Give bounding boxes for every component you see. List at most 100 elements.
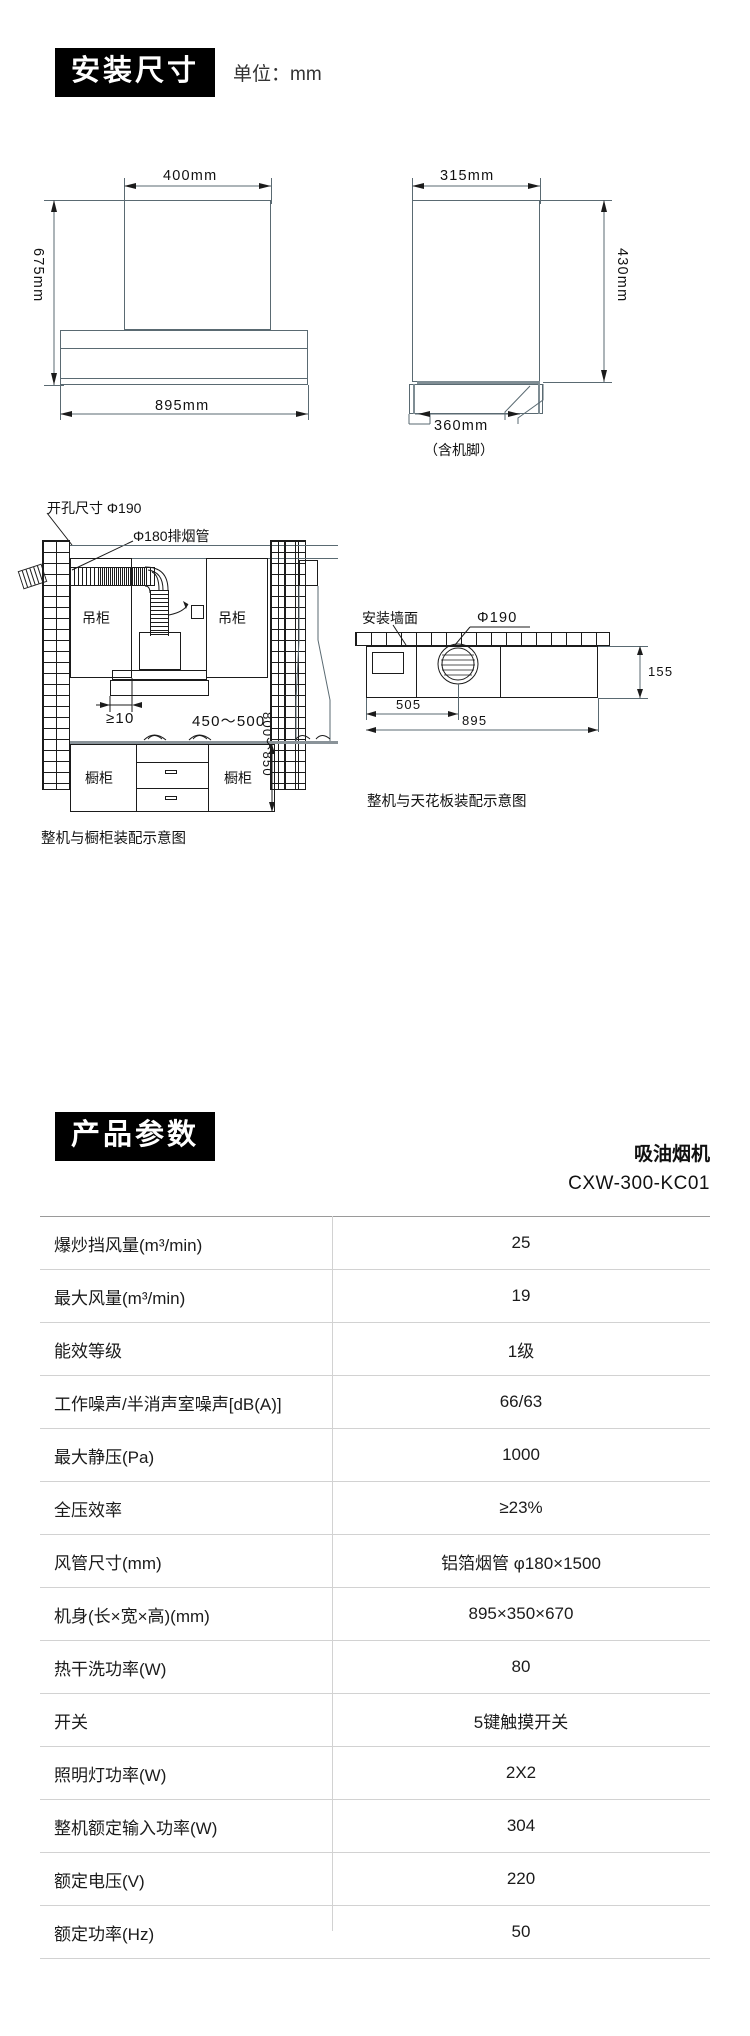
side-depth-note: （含机脚） (424, 442, 494, 458)
dim895-tick-r (598, 698, 599, 732)
param-value: 50 (332, 1905, 710, 1959)
front-chimney-outline (124, 200, 271, 330)
param-name: 最大静压(Pa) (40, 1428, 332, 1482)
gap-label: ≥10 (106, 710, 135, 727)
ceiling-hole-label: Φ190 (477, 610, 518, 626)
side-sec-ceiling-2 (296, 558, 338, 559)
install-unit-note: 单位：mm (233, 64, 322, 85)
duct-horizontal-2 (100, 567, 145, 586)
side-sec-ceiling (296, 545, 338, 546)
side-dim315-tick-l (412, 178, 413, 204)
param-name: 机身(长×宽×高)(mm) (40, 1587, 332, 1641)
param-name: 爆炒挡风量(m³/min) (40, 1216, 332, 1270)
table-row: 最大风量(m³/min)19 (40, 1269, 710, 1323)
param-name: 最大风量(m³/min) (40, 1269, 332, 1323)
side-dim430-ext-b (543, 382, 612, 383)
side-height-label: 430mm (614, 248, 630, 303)
table-row: 机身(长×宽×高)(mm)895×350×670 (40, 1587, 710, 1641)
table-row: 照明灯功率(W)2X2 (40, 1746, 710, 1800)
param-name: 照明灯功率(W) (40, 1746, 332, 1800)
param-value: 80 (332, 1640, 710, 1694)
front-width-top-label: 400mm (163, 168, 218, 184)
table-row: 额定功率(Hz)50 (40, 1905, 710, 1959)
countertop-line (70, 741, 275, 744)
wall-surface-label: 安装墙面 (362, 610, 418, 626)
front-dim400-tick-r (271, 178, 272, 204)
dim155-label: 155 (648, 664, 674, 679)
param-name: 风管尺寸(mm) (40, 1534, 332, 1588)
side-body-edge-r (538, 384, 540, 414)
side-width-label: 315mm (440, 168, 495, 184)
drawer-handle-2 (165, 796, 177, 800)
wall-cabinet-right-box (206, 558, 268, 678)
base-cabinet-div-2 (208, 744, 209, 812)
side-sec-duct (299, 560, 318, 586)
ceiling-line (70, 545, 298, 546)
drawer-line-2 (136, 788, 208, 789)
param-value: 1000 (332, 1428, 710, 1482)
front-width-bottom-label: 895mm (155, 398, 210, 414)
param-name: 热干洗功率(W) (40, 1640, 332, 1694)
base-cabinet-div-1 (136, 744, 137, 812)
hood-top-plate (112, 670, 207, 680)
product-model: CXW-300-KC01 (568, 1173, 710, 1195)
param-value: 895×350×670 (332, 1587, 710, 1641)
param-value: 19 (332, 1269, 710, 1323)
hood-body-mid (110, 680, 209, 696)
wall-brick-left (42, 540, 70, 790)
table-row: 风管尺寸(mm)铝箔烟管 φ180×1500 (40, 1534, 710, 1588)
wall-cabinet-right-label: 吊柜 (218, 610, 246, 626)
front-dim895-tick-r (308, 385, 309, 420)
param-value: 220 (332, 1852, 710, 1906)
front-dim400-tick-l (124, 178, 125, 204)
table-row: 工作噪声/半消声室噪声[dB(A)]66/63 (40, 1375, 710, 1429)
duct-label: Φ180排烟管 (133, 528, 210, 544)
param-value: 1级 (332, 1322, 710, 1376)
param-name: 全压效率 (40, 1481, 332, 1535)
front-dim895-tick-l (60, 385, 61, 420)
side-sec-counter (270, 741, 338, 744)
param-name: 额定功率(Hz) (40, 1905, 332, 1959)
hood-chimney-mid (139, 632, 181, 670)
hood-stove-distance-label: 450～500 (192, 713, 266, 730)
param-name: 额定电压(V) (40, 1852, 332, 1906)
install-section-header: 安装尺寸 单位：mm (55, 48, 322, 97)
front-ext-bottom (44, 385, 64, 386)
side-body-edge-l (413, 384, 415, 414)
dim155-ext-t (598, 646, 648, 647)
power-socket-icon (191, 605, 204, 619)
table-row: 爆炒挡风量(m³/min)25 (40, 1216, 710, 1270)
param-name: 整机额定输入功率(W) (40, 1799, 332, 1853)
base-cabinet-left-label: 橱柜 (85, 770, 113, 786)
wall-cabinet-left-label: 吊柜 (82, 610, 110, 626)
table-row: 全压效率≥23% (40, 1481, 710, 1535)
front-hood-line-1 (60, 348, 308, 349)
dim505-label: 505 (396, 697, 422, 712)
ceiling-hood-plan (366, 646, 598, 698)
param-value: 66/63 (332, 1375, 710, 1429)
install-section-tag: 安装尺寸 (55, 48, 216, 97)
dim505-tick-l (366, 698, 367, 720)
dim505-tick-r (458, 684, 459, 720)
side-depth-label: 360mm (434, 418, 489, 434)
ceiling-wall-strip (355, 632, 610, 646)
base-cabinet-right-label: 橱柜 (224, 770, 252, 786)
param-value: 5键触摸开关 (332, 1693, 710, 1747)
ceiling-panel-left (372, 652, 404, 674)
hole-size-label: 开孔尺寸 Φ190 (47, 500, 142, 516)
front-height-label: 675mm (30, 248, 46, 303)
param-value: 25 (332, 1216, 710, 1270)
duct-vertical (150, 590, 169, 636)
table-row: 额定电压(V)220 (40, 1852, 710, 1906)
